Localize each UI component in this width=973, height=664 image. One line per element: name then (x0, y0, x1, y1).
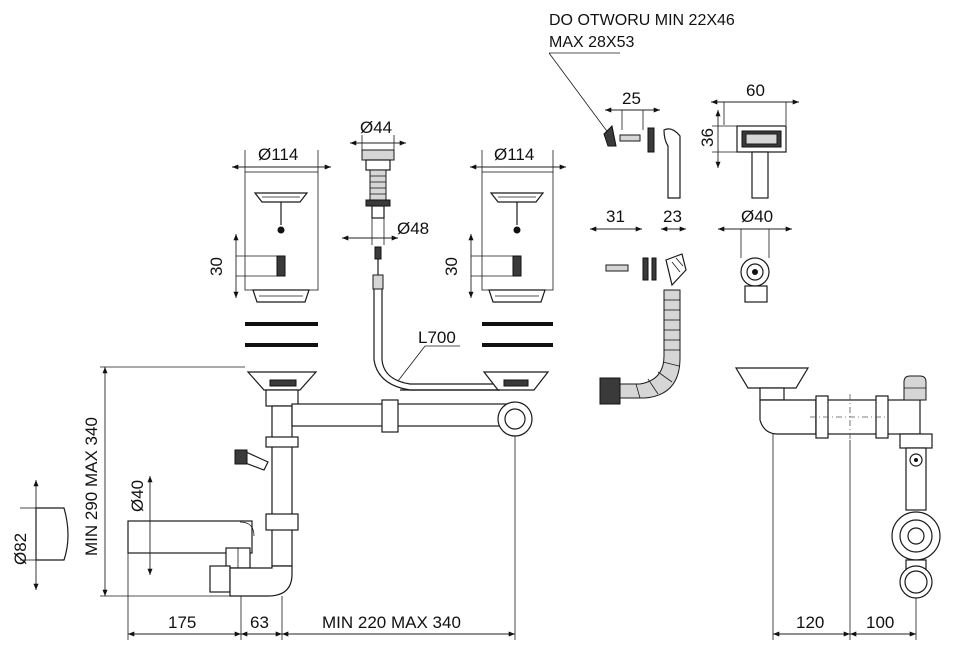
dim-overflow-36: 36 (698, 128, 717, 147)
pop-up-waste-rod: Ø44 Ø48 L700 (342, 118, 500, 391)
dim-175: 175 (168, 613, 196, 632)
dim-63: 63 (250, 613, 269, 632)
dim-right-strainer-diameter: Ø114 (494, 145, 534, 164)
dim-rod-cap-diameter: Ø44 (360, 118, 392, 137)
dim-rod-nut-diameter: Ø48 (397, 219, 429, 238)
dim-outlet-40: Ø40 (741, 207, 773, 226)
dim-120: 120 (796, 613, 824, 632)
dim-100: 100 (866, 613, 894, 632)
hole-size-note: DO OTWORU MIN 22X46 MAX 28X53 (548, 12, 735, 139)
side-outlet-fitting: Ø40 (718, 207, 792, 303)
dim-disc-82: Ø82 (11, 533, 30, 565)
overflow-hose: 31 23 (590, 207, 687, 405)
dim-width-range: MIN 220 MAX 340 (322, 613, 461, 632)
dim-left-30: 30 (207, 257, 226, 276)
dim-hose-31: 31 (606, 207, 625, 226)
dim-trap-arm-40: Ø40 (128, 480, 147, 512)
side-view-assembly: 120 100 (734, 367, 941, 640)
dim-right-30: 30 (442, 257, 461, 276)
dim-height-range: MIN 290 MAX 340 (82, 417, 101, 556)
note-line-1: DO OTWORU MIN 22X46 (549, 12, 735, 29)
dim-hose-23: 23 (663, 207, 682, 226)
left-strainer-basket: Ø114 30 (207, 145, 331, 347)
main-drain-assembly: Ø82 Ø40 MIN 290 MAX 340 175 63 MIN 220 M… (11, 366, 550, 640)
dim-rod-length: L700 (418, 328, 456, 347)
overflow-parts: 25 60 36 (603, 81, 799, 199)
right-strainer-basket: Ø114 30 (442, 145, 566, 347)
note-line-2: MAX 28X53 (549, 34, 634, 51)
dim-overflow-25: 25 (622, 89, 641, 108)
dim-overflow-60: 60 (746, 81, 765, 100)
dim-left-strainer-diameter: Ø114 (258, 145, 298, 164)
